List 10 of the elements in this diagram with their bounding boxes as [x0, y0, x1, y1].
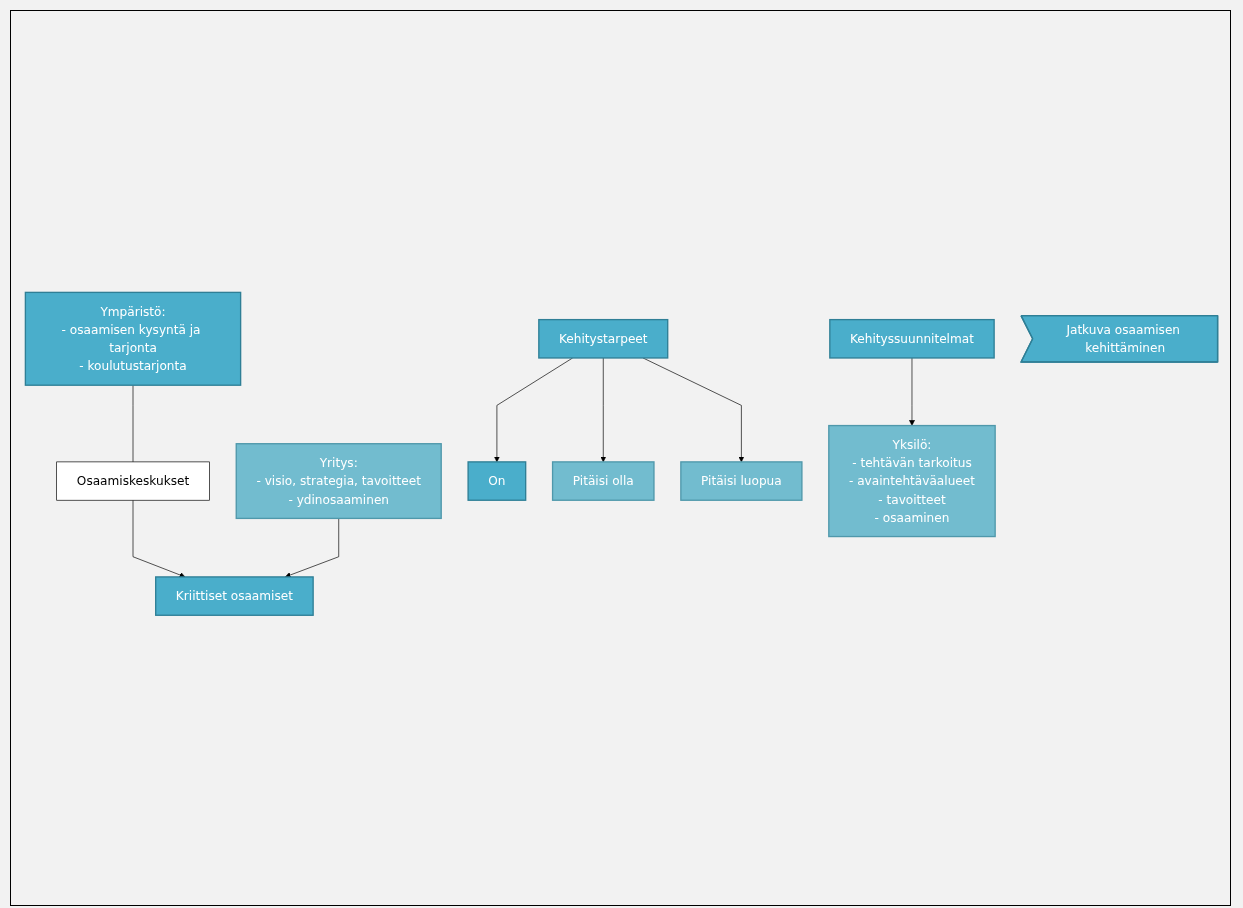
node-box: Kehitystarpeet: [538, 319, 669, 359]
node-box: Kriittiset osaamiset: [155, 576, 314, 617]
node-box: Pitäisi luopua: [680, 461, 803, 502]
node-box: Pitäisi olla: [551, 461, 655, 502]
node-box: Osaamiskeskukset: [56, 461, 210, 501]
node-box: On: [467, 461, 527, 502]
node-box: Yritys: - visio, strategia, tavoitteet - ydinosaaminen: [235, 443, 442, 520]
node-box: Ympäristö: - osaamisen kysyntä ja tarjonta - koulutustarjonta: [24, 291, 242, 387]
node-box: Yksilö: - tehtävän tarkoitus - avaintehtäväalueet - tavoitteet - osaaminen: [828, 425, 996, 538]
node-box: Kehityssuunnitelmat: [829, 319, 995, 359]
